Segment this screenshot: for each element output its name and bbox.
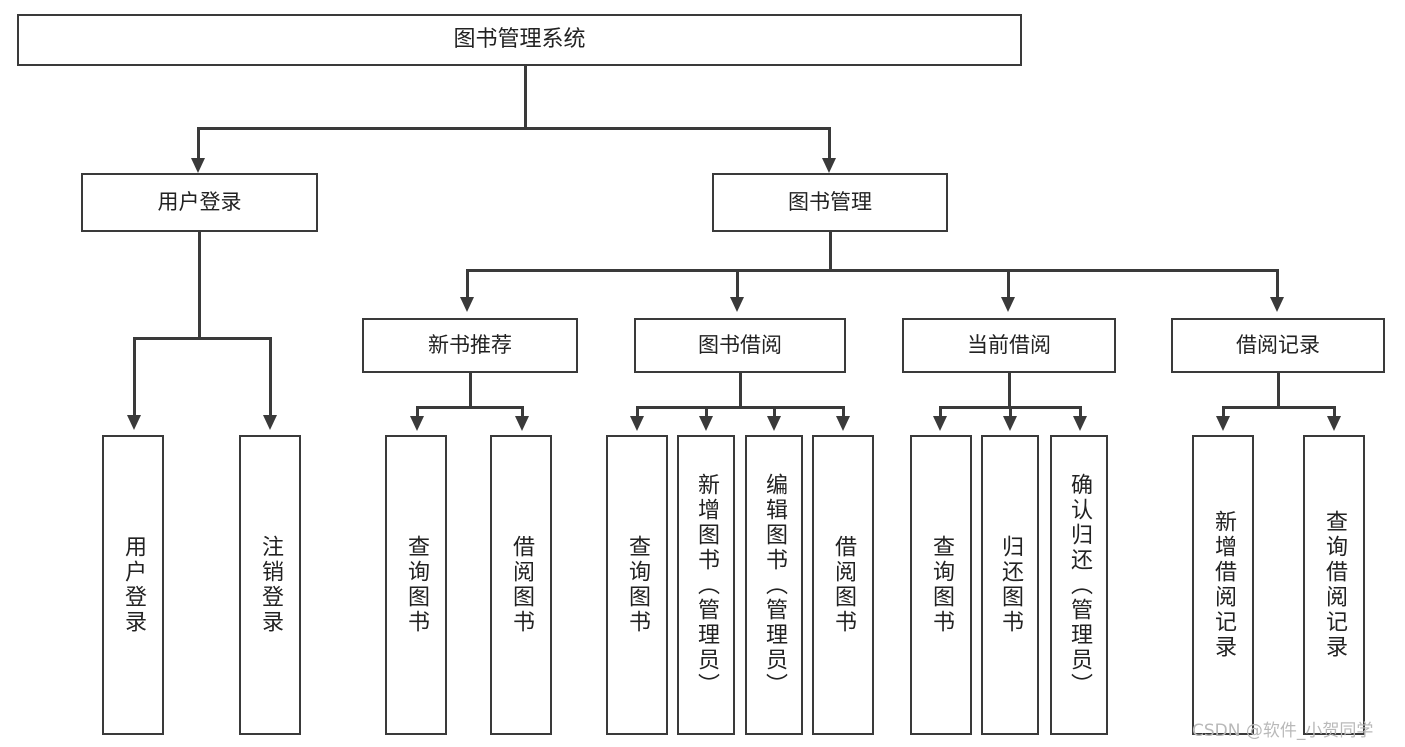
connector-book-borrow-bar [636,406,844,409]
arrow-bb-to-leaf-2 [699,416,713,431]
node-label: 用户登录 [121,535,146,635]
connector-user-login-drop-1 [133,337,136,417]
arrow-bb-to-leaf-4 [836,416,850,431]
connector-new-book-stem [469,373,472,407]
connector-current-borrow-stem [1008,373,1011,407]
connector-user-login-stem [198,232,201,338]
connector-bm-drop-book-borrow [736,269,739,299]
leaf-book-borrow-query-book[interactable]: 查询图书 [606,435,668,735]
arrow-new-book-to-leaf-2 [515,416,529,431]
connector-br-drop-1 [1222,406,1225,418]
node-book-management[interactable]: 图书管理 [712,173,948,232]
connector-bm-drop-borrow-record [1276,269,1279,299]
connector-book-management-stem [829,232,832,271]
node-label: 归还图书 [998,535,1023,635]
node-user-login[interactable]: 用户登录 [81,173,318,232]
arrow-root-to-book-management [822,158,836,173]
node-label: 借阅图书 [831,535,856,635]
arrow-bb-to-leaf-1 [630,416,644,431]
node-current-borrow[interactable]: 当前借阅 [902,318,1116,373]
leaf-book-borrow-add-book-admin[interactable]: 新增图书（管理员） [677,435,735,735]
connector-root-drop-book-management [828,127,831,160]
csdn-watermark: CSDN @软件_小贺同学 [1192,716,1373,741]
arrow-cb-to-leaf-1 [933,416,947,431]
connector-cb-drop-1 [939,406,942,418]
node-label: 查询图书 [929,535,954,635]
arrow-user-login-to-leaf-1 [127,415,141,430]
node-label: 新增借阅记录 [1211,510,1236,660]
connector-new-book-drop-1 [416,406,419,418]
arrow-cb-to-leaf-2 [1003,416,1017,431]
arrow-bb-to-leaf-3 [767,416,781,431]
connector-cb-drop-3 [1079,406,1082,418]
connector-borrow-record-bar [1222,406,1335,409]
arrow-bm-to-current-borrow [1001,297,1015,312]
node-root-book-management-system[interactable]: 图书管理系统 [17,14,1022,66]
leaf-new-book-borrow-book[interactable]: 借阅图书 [490,435,552,735]
connector-bm-drop-new-book [466,269,469,299]
connector-bb-drop-1 [636,406,639,418]
node-label: 确认归还（管理员） [1067,472,1092,698]
connector-root-drop-user-login [197,127,200,160]
connector-root-bar [197,127,830,130]
node-book-borrow[interactable]: 图书借阅 [634,318,846,373]
node-label: 借阅记录 [1236,333,1320,358]
arrow-cb-to-leaf-3 [1073,416,1087,431]
connector-bb-drop-4 [842,406,845,418]
node-label: 编辑图书（管理员） [762,472,787,698]
connector-root-stem [524,66,527,128]
node-label: 新增图书（管理员） [694,472,719,698]
arrow-root-to-user-login [191,158,205,173]
arrow-br-to-leaf-2 [1327,416,1341,431]
connector-new-book-bar [416,406,523,409]
node-label: 图书管理系统 [453,27,586,53]
connector-bm-drop-current-borrow [1007,269,1010,299]
node-label: 新书推荐 [428,333,512,358]
leaf-current-borrow-confirm-return-admin[interactable]: 确认归还（管理员） [1050,435,1108,735]
leaf-book-borrow-borrow-book[interactable]: 借阅图书 [812,435,874,735]
leaf-current-borrow-return-book[interactable]: 归还图书 [981,435,1039,735]
leaf-new-book-query-book[interactable]: 查询图书 [385,435,447,735]
node-label: 当前借阅 [967,333,1051,358]
arrow-new-book-to-leaf-1 [410,416,424,431]
connector-borrow-record-stem [1277,373,1280,407]
leaf-user-login-logout[interactable]: 注销登录 [239,435,301,735]
leaf-user-login-login[interactable]: 用户登录 [102,435,164,735]
connector-br-drop-2 [1333,406,1336,418]
leaf-borrow-record-query-record[interactable]: 查询借阅记录 [1303,435,1365,735]
arrow-bm-to-book-borrow [730,297,744,312]
arrow-bm-to-borrow-record [1270,297,1284,312]
node-label: 注销登录 [258,535,283,635]
node-label: 图书借阅 [698,333,782,358]
connector-user-login-drop-2 [269,337,272,417]
connector-new-book-drop-2 [521,406,524,418]
connector-cb-drop-2 [1009,406,1012,418]
node-label: 借阅图书 [509,535,534,635]
node-borrow-record[interactable]: 借阅记录 [1171,318,1385,373]
connector-bb-drop-3 [773,406,776,418]
arrow-bm-to-new-book-recommend [460,297,474,312]
node-label: 图书管理 [788,190,872,215]
arrow-user-login-to-leaf-2 [263,415,277,430]
leaf-book-borrow-edit-book-admin[interactable]: 编辑图书（管理员） [745,435,803,735]
node-label: 查询图书 [625,535,650,635]
connector-book-management-bar [466,269,1278,272]
leaf-borrow-record-add-record[interactable]: 新增借阅记录 [1192,435,1254,735]
watermark-text: CSDN @软件_小贺同学 [1192,721,1374,741]
node-label: 查询图书 [404,535,429,635]
arrow-br-to-leaf-1 [1216,416,1230,431]
leaf-current-borrow-query-book[interactable]: 查询图书 [910,435,972,735]
connector-bb-drop-2 [705,406,708,418]
node-label: 用户登录 [157,190,242,215]
node-new-book-recommend[interactable]: 新书推荐 [362,318,578,373]
node-label: 查询借阅记录 [1322,510,1347,660]
connector-user-login-bar [133,337,271,340]
connector-book-borrow-stem [739,373,742,407]
